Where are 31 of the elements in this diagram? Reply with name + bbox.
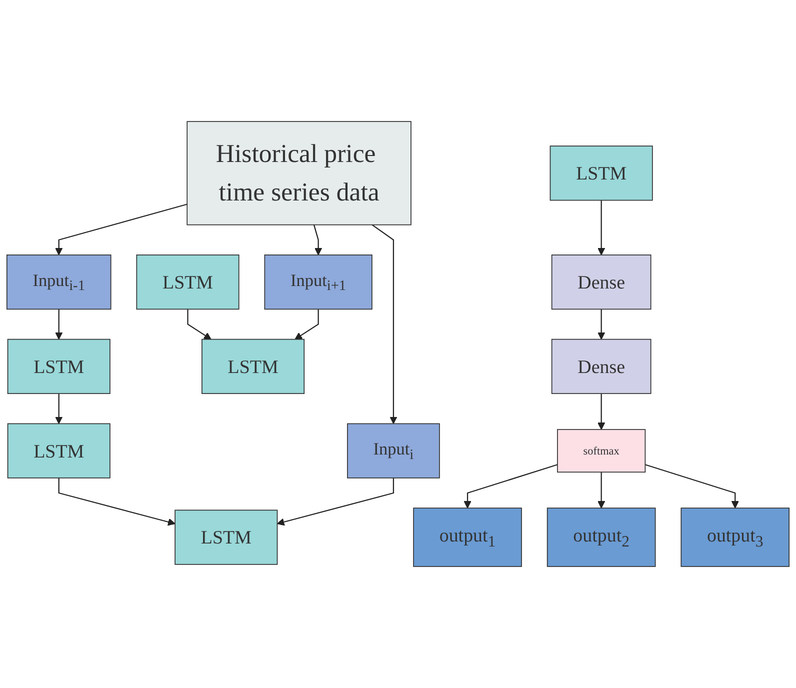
node-box: Input$_{i}$ bbox=[347, 423, 440, 478]
node-box: Input$_{i+1}$ bbox=[264, 254, 372, 310]
arrow bbox=[598, 200, 606, 256]
arrow bbox=[372, 224, 398, 424]
arrow bbox=[464, 464, 558, 508]
node-box: Dense bbox=[551, 254, 652, 310]
node-box: Historical price time series data bbox=[186, 121, 412, 226]
arrow bbox=[645, 464, 739, 508]
arrow bbox=[313, 224, 322, 256]
node-box: LSTM bbox=[174, 510, 278, 565]
node-box: Dense bbox=[551, 338, 652, 394]
node-box: softmax bbox=[557, 429, 646, 473]
arrow bbox=[55, 394, 63, 424]
arrow bbox=[187, 309, 212, 340]
node-box: Input$_{i-1}$ bbox=[6, 254, 112, 310]
node-box: LSTM bbox=[7, 338, 110, 394]
arrow bbox=[55, 204, 188, 256]
node-box: output$_{2}$ bbox=[546, 508, 656, 567]
arrow bbox=[598, 309, 606, 340]
arrow bbox=[58, 478, 176, 526]
node-box: output$_{3}$ bbox=[680, 508, 790, 567]
node-box: output$_{1}$ bbox=[413, 508, 522, 567]
node-box: LSTM bbox=[202, 338, 305, 394]
node-box: LSTM bbox=[136, 254, 240, 310]
arrow bbox=[55, 309, 63, 340]
arrow bbox=[294, 309, 319, 340]
arrow bbox=[598, 394, 606, 430]
node-box: LSTM bbox=[7, 423, 110, 478]
arrow bbox=[276, 478, 394, 526]
arrow bbox=[598, 472, 606, 508]
node-box: LSTM bbox=[550, 146, 653, 201]
